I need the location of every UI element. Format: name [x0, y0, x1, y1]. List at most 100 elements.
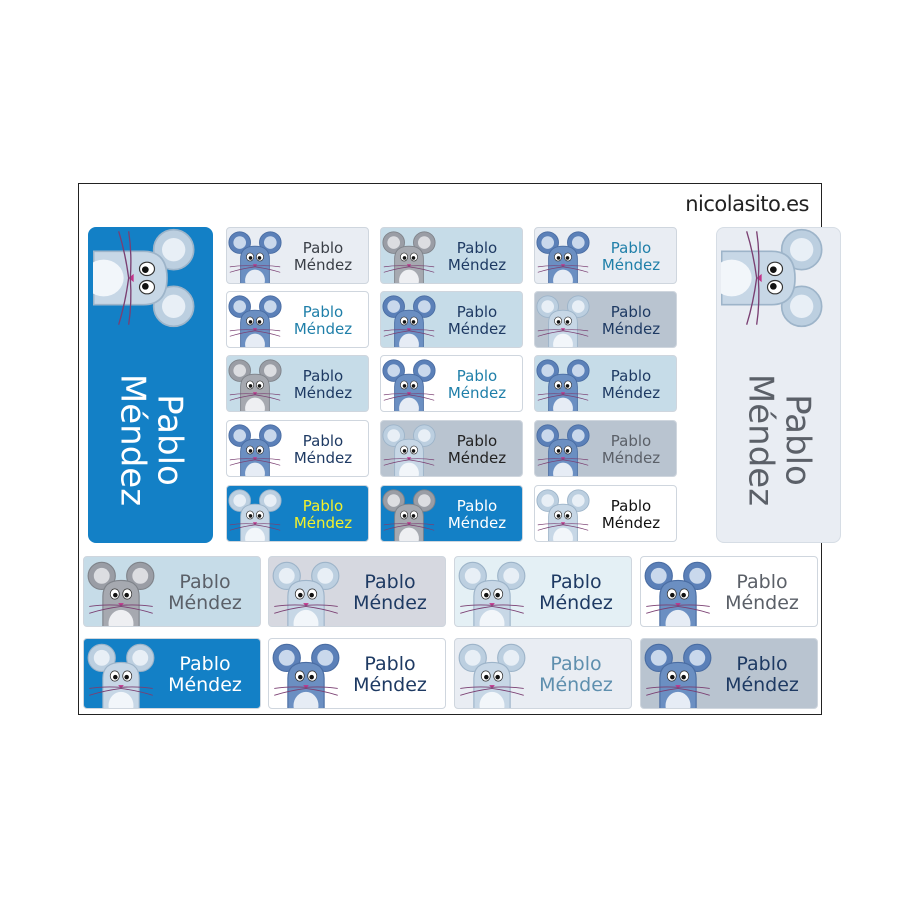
- label-last-name: Méndez: [601, 383, 661, 402]
- label-last-name: Méndez: [601, 255, 661, 274]
- mouse-icon: [89, 228, 201, 328]
- mouse-icon: [228, 294, 282, 347]
- mouse-icon: [457, 560, 527, 626]
- label-first-name: Pablo: [302, 303, 344, 322]
- label-first-name: Pablo: [610, 239, 652, 258]
- mouse-icon: [228, 488, 282, 541]
- label-first-name: Pablo: [302, 432, 344, 451]
- mouse-icon: [382, 294, 436, 347]
- label-first-name: Pablo: [179, 570, 231, 593]
- label-last-name: Méndez: [168, 591, 242, 614]
- mouse-icon: [228, 358, 282, 411]
- label-first-name: Pablo: [179, 652, 231, 675]
- label-first-name: Pablo: [456, 367, 498, 386]
- mouse-icon: [382, 230, 436, 283]
- label-first-name: Pablo: [456, 432, 498, 451]
- label-last-name: Méndez: [168, 673, 242, 696]
- label-last-name: Méndez: [447, 513, 507, 532]
- mouse-icon: [536, 488, 590, 541]
- mouse-icon: [86, 642, 156, 708]
- mouse-icon: [228, 230, 282, 283]
- label-first-name: Pablo: [550, 570, 602, 593]
- mouse-icon: [717, 228, 829, 328]
- mouse-icon: [457, 642, 527, 708]
- label-last-name: Méndez: [539, 591, 613, 614]
- label-first-name: Pablo: [736, 570, 788, 593]
- mouse-icon: [382, 358, 436, 411]
- label-first-name: Pablo: [302, 497, 344, 516]
- label-last-name: Méndez: [725, 591, 799, 614]
- label-last-name: Méndez: [539, 673, 613, 696]
- label-last-name: Méndez: [293, 383, 353, 402]
- brand-logo-text: nicolasito.es: [685, 192, 809, 216]
- label-first-name: Pablo: [456, 239, 498, 258]
- mouse-icon: [536, 230, 590, 283]
- mouse-icon: [643, 642, 713, 708]
- mouse-icon: [271, 560, 341, 626]
- mouse-icon: [86, 560, 156, 626]
- label-last-name: Méndez: [447, 255, 507, 274]
- label-last-name: Méndez: [293, 319, 353, 338]
- label-first-name: Pablo: [456, 303, 498, 322]
- label-last-name: Méndez: [353, 673, 427, 696]
- label-last-name: Méndez: [112, 373, 153, 507]
- label-last-name: Méndez: [725, 673, 799, 696]
- label-last-name: Méndez: [447, 448, 507, 467]
- mouse-icon: [536, 294, 590, 347]
- label-first-name: Pablo: [364, 652, 416, 675]
- label-last-name: Méndez: [293, 255, 353, 274]
- label-first-name: Pablo: [550, 652, 602, 675]
- label-first-name: Pablo: [302, 367, 344, 386]
- label-last-name: Méndez: [601, 448, 661, 467]
- mouse-icon: [228, 423, 282, 476]
- label-last-name: Méndez: [601, 513, 661, 532]
- label-last-name: Méndez: [353, 591, 427, 614]
- label-last-name: Méndez: [447, 319, 507, 338]
- label-first-name: Pablo: [364, 570, 416, 593]
- label-first-name: Pablo: [456, 497, 498, 516]
- mouse-icon: [382, 423, 436, 476]
- label-last-name: Méndez: [740, 373, 781, 507]
